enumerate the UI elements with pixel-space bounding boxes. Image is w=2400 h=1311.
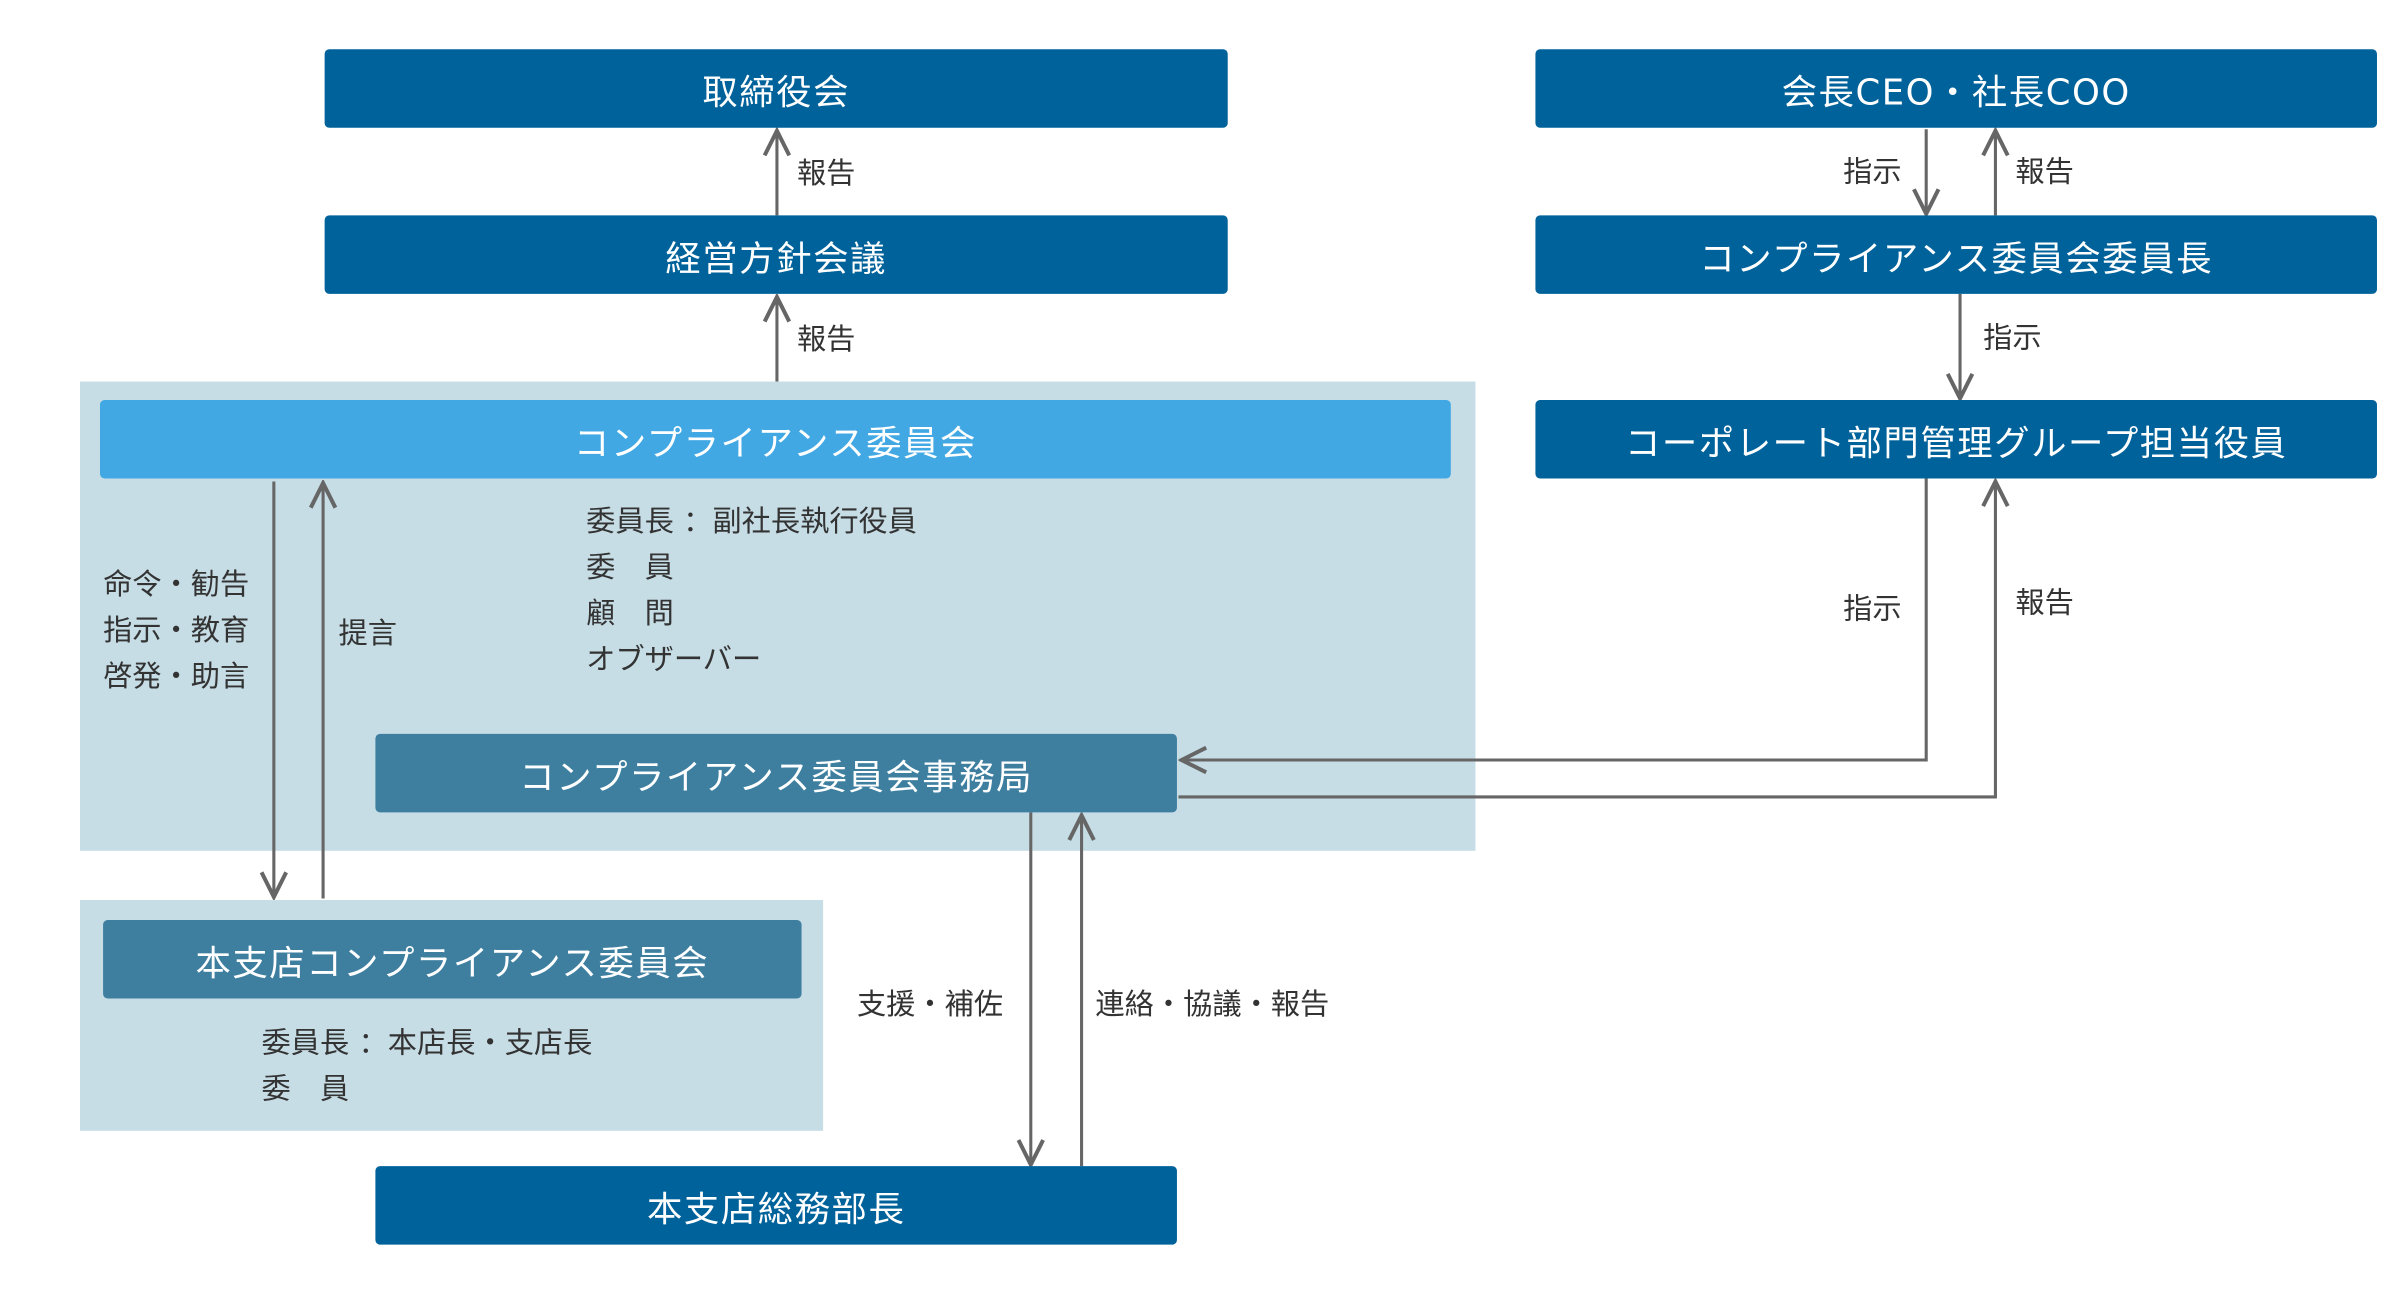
label-instruct: 指示 <box>1843 592 1902 627</box>
label-report: 報告 <box>796 323 856 357</box>
label-liaison: 連絡・協議・報告 <box>1095 987 1330 1022</box>
label-instruct: 指示 <box>1983 321 2042 356</box>
member-line: 委員長 ：本店長・支店長 <box>261 1026 593 1061</box>
member-line: 委 員 <box>261 1072 350 1107</box>
branch-members: 委員長 ：本店長・支店長 委 員 <box>262 1020 593 1112</box>
member-line: 委 員 <box>586 550 674 585</box>
arrow-secretariat-report <box>1178 482 1995 799</box>
ceo-coo-box: 会長CEO・社長COO <box>1535 49 2377 128</box>
command-line: 啓発・助言 <box>103 660 250 694</box>
committee-chair-box: コンプライアンス委員会委員長 <box>1535 215 2377 294</box>
branch-committee-box: 本支店コンプライアンス委員会 <box>103 920 802 999</box>
arrow-officer-instruct <box>1182 478 1928 760</box>
label-support: 支援・補佐 <box>856 987 1004 1022</box>
management-meeting-box: 経営方針会議 <box>324 215 1228 294</box>
label-report: 報告 <box>796 156 856 191</box>
member-line: 顧 問 <box>586 596 674 631</box>
command-line: 指示・教育 <box>103 613 250 648</box>
label-report: 報告 <box>2015 586 2074 621</box>
board-box: 取締役会 <box>324 49 1228 128</box>
corporate-officer-box: コーポレート部門管理グループ担当役員 <box>1535 400 2377 479</box>
label-proposal: 提言 <box>338 616 397 651</box>
member-line: オブザーバー <box>586 643 762 677</box>
secretariat-box: コンプライアンス委員会事務局 <box>375 733 1177 813</box>
command-labels: 命令・勧告 指示・教育 啓発・助言 <box>103 562 249 700</box>
member-line: 委員長 ：副社長執行役員 <box>586 504 918 539</box>
compliance-committee-box: コンプライアンス委員会 <box>100 400 1451 479</box>
branch-general-manager-box: 本支店総務部長 <box>375 1166 1177 1245</box>
label-instruct: 指示 <box>1843 155 1902 190</box>
label-report: 報告 <box>2015 155 2074 190</box>
command-line: 命令・勧告 <box>103 567 250 602</box>
committee-members: 委員長 ：副社長執行役員 委 員 顧 問 オブザーバー <box>586 498 917 683</box>
